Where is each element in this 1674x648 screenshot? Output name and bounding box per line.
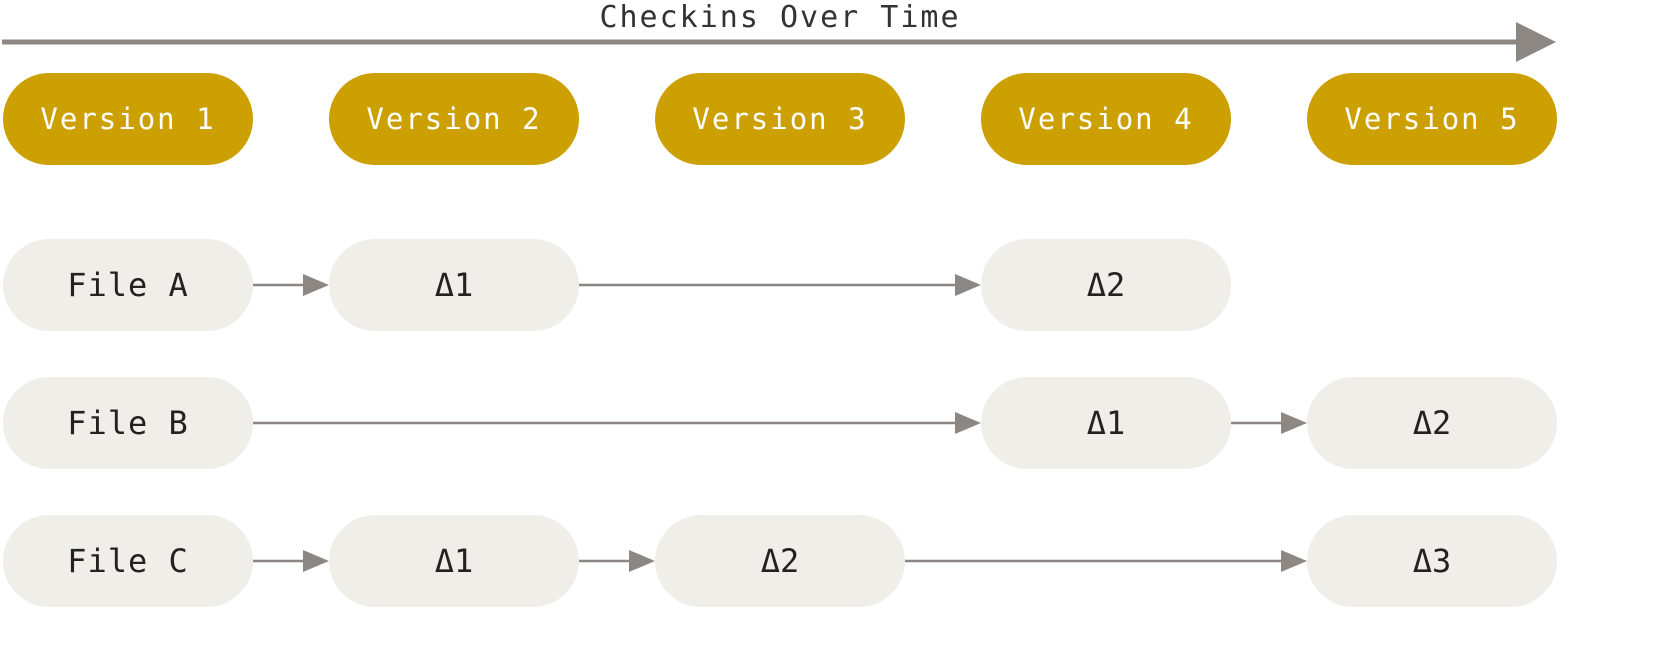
delta-arrow: [579, 550, 655, 572]
version-pill-3: Version 3: [655, 73, 905, 165]
timeline-label: Checkins Over Time: [599, 0, 961, 35]
file-label-pill: File A: [3, 239, 253, 331]
delta-cell: Δ3: [1307, 515, 1557, 607]
delta-cell: Δ1: [981, 377, 1231, 469]
delta-arrow: [253, 274, 329, 296]
delta-arrow: [905, 550, 1307, 572]
delta-cell: Δ1: [329, 515, 579, 607]
version-pill-5: Version 5: [1307, 73, 1557, 165]
delta-arrow: [1231, 412, 1307, 434]
version-pill-2: Version 2: [329, 73, 579, 165]
delta-arrow: [253, 412, 981, 434]
delta-cell: Δ1: [329, 239, 579, 331]
delta-arrow: [579, 274, 981, 296]
delta-cell: Δ2: [655, 515, 905, 607]
delta-cell: Δ2: [981, 239, 1231, 331]
delta-cell: Δ2: [1307, 377, 1557, 469]
delta-arrow: [253, 550, 329, 572]
file-label-pill: File C: [3, 515, 253, 607]
version-pill-1: Version 1: [3, 73, 253, 165]
version-pill-4: Version 4: [981, 73, 1231, 165]
timeline-arrow: [2, 22, 1556, 62]
file-label-pill: File B: [3, 377, 253, 469]
